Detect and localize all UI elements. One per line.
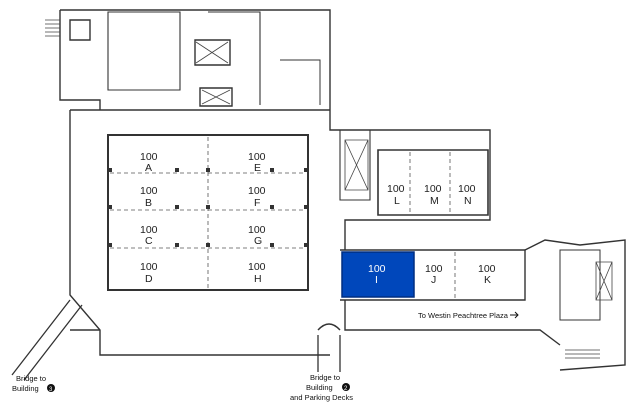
room-i-number: 100 [368,263,386,275]
room-h-letter: H [254,273,262,285]
stairs-decor [45,19,613,359]
bridge2-line3: and Parking Decks [290,393,353,402]
room-j-number: 100 [425,263,443,275]
room-m-letter: M [430,195,439,207]
room-e-number: 100 [248,151,266,163]
bridge3-line1: Bridge to [16,374,46,383]
room-h-number: 100 [248,261,266,273]
room-k-number: 100 [478,263,496,275]
westin-label: To Westin Peachtree Plaza [418,311,509,320]
room-j-letter: J [431,274,436,286]
room-n-letter: N [464,195,472,207]
room-g-number: 100 [248,224,266,236]
room-b-letter: B [145,197,152,209]
room-c-letter: C [145,235,153,247]
room-d-number: 100 [140,261,158,273]
room-d-letter: D [145,273,153,285]
room-l-number: 100 [387,183,405,195]
room-a-number: 100 [140,151,158,163]
hall-dividers [110,137,456,298]
room-i-letter: I [375,274,378,286]
room-f-number: 100 [248,185,266,197]
bridge3-num: 3 [49,387,53,393]
arrow-right-icon [510,311,519,319]
badge-3-icon [47,384,55,392]
room-m-number: 100 [424,183,442,195]
room-c-number: 100 [140,224,158,236]
badge-2-icon [342,383,350,391]
room-g-letter: G [254,235,262,247]
room-f-letter: F [254,197,260,209]
room-100-i-highlight[interactable] [341,251,415,298]
room-e-letter: E [254,162,261,174]
bridge2-num: 2 [344,386,348,392]
room-k-letter: K [484,274,491,286]
room-n-number: 100 [458,183,476,195]
columns [108,168,308,247]
room-l-letter: L [394,195,400,207]
bridge2-line1: Bridge to [310,373,340,382]
room-b-number: 100 [140,185,158,197]
room-labels: 100 A 100 B 100 C 100 D 100 E 100 F 100 … [140,151,496,286]
building-walls [11,9,626,381]
bridge3-line2: Building [12,384,39,393]
bridge2-line2: Building [306,383,333,392]
room-a-letter: A [145,162,152,174]
